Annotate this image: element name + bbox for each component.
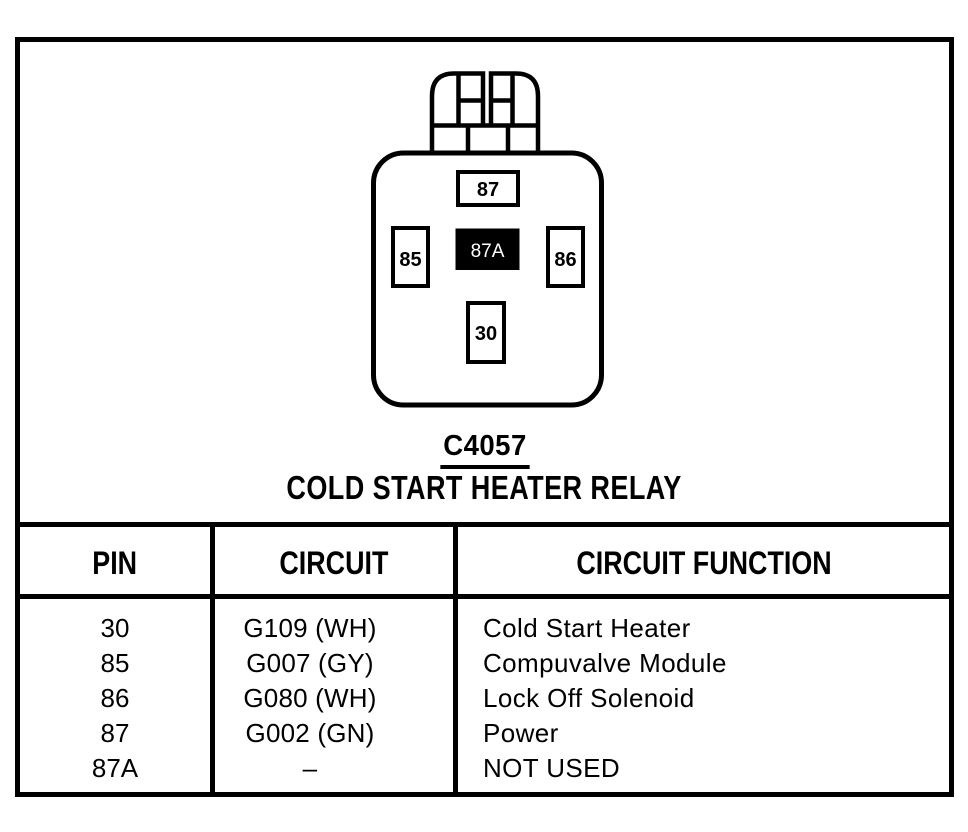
circuit-function-column: Cold Start Heater Compuvalve Module Lock… (483, 611, 943, 786)
table-column-divider-2 (453, 522, 458, 797)
connector-body-outline (371, 150, 604, 408)
circuit-cell: G007 (GY) (246, 648, 374, 678)
pin-label-85: 85 (399, 249, 421, 271)
pin-cell: 86 (100, 683, 130, 713)
connector-id-title: C4057 (439, 432, 530, 469)
pin-box-85 (391, 226, 430, 288)
function-cell: Cold Start Heater (483, 613, 691, 643)
pin-box-30 (466, 301, 506, 364)
table-header-rule (15, 594, 954, 599)
function-cell: Lock Off Solenoid (483, 683, 695, 713)
function-cell: Power (483, 718, 559, 748)
pin-cell: 30 (100, 613, 130, 643)
pin-label-87: 87 (477, 179, 499, 201)
pin-column: 30 85 86 87 87A (20, 611, 210, 786)
table-column-divider-1 (210, 522, 215, 797)
circuit-column: G109 (WH) G007 (GY) G080 (WH) G002 (GN) … (240, 611, 380, 786)
circuit-cell: G080 (WH) (243, 683, 377, 713)
pin-cell: 87 (100, 718, 130, 748)
connector-name-title: COLD START HEATER RELAY (286, 469, 683, 506)
pin-label-87a: 87A (471, 241, 505, 262)
column-header-pin: PIN (92, 545, 138, 581)
table-top-rule (15, 522, 954, 527)
pin-cell: 85 (100, 648, 130, 678)
pin-label-30: 30 (475, 323, 497, 345)
circuit-cell: – (302, 753, 318, 783)
circuit-cell: G109 (WH) (243, 613, 377, 643)
function-cell: NOT USED (483, 753, 621, 783)
pin-cell: 87A (91, 753, 139, 783)
circuit-cell: G002 (GN) (245, 718, 375, 748)
pin-label-86: 86 (554, 249, 576, 271)
connector-key-tab (429, 71, 541, 155)
pin-box-86 (546, 226, 585, 288)
function-cell: Compuvalve Module (483, 648, 727, 678)
column-header-circuit-function: CIRCUIT FUNCTION (575, 545, 832, 581)
column-header-circuit: CIRCUIT (279, 545, 389, 581)
relay-connector-diagram: 87 87A 85 86 30 (371, 71, 604, 408)
pin-box-87 (456, 170, 520, 207)
pin-box-87a (455, 228, 520, 270)
